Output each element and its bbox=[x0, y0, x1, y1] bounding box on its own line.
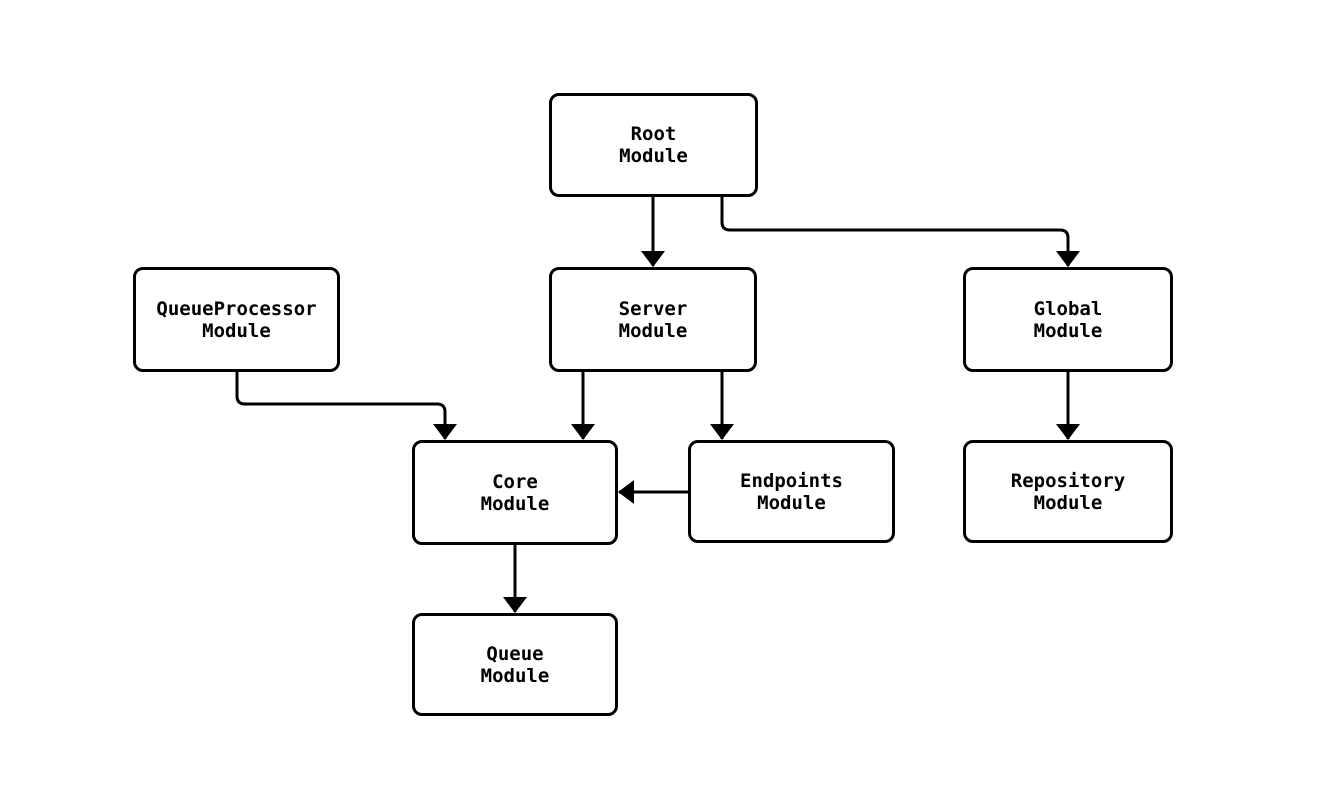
node-root-module-label: Root Module bbox=[619, 123, 688, 167]
node-global-module-label: Global Module bbox=[1033, 297, 1103, 342]
node-endpoints-module: Endpoints Module bbox=[688, 440, 895, 543]
node-root-module: Root Module bbox=[549, 93, 758, 197]
node-repository-module: Repository Module bbox=[963, 440, 1173, 543]
node-queueprocessor-module-label: QueueProcessor Module bbox=[156, 297, 317, 342]
node-queue-module: Queue Module bbox=[412, 613, 618, 716]
node-queue-module-label: Queue Module bbox=[480, 642, 550, 687]
edge-queueprocessor-to-core bbox=[235, 372, 457, 440]
node-global-module: Global Module bbox=[963, 267, 1173, 372]
node-queueprocessor-module: QueueProcessor Module bbox=[133, 267, 340, 372]
node-endpoints-module-label: Endpoints Module bbox=[740, 469, 843, 514]
node-core-module: Core Module bbox=[412, 440, 618, 545]
node-repository-module-label: Repository Module bbox=[1010, 469, 1126, 514]
edge-root-to-global bbox=[720, 197, 1080, 267]
node-server-module: Server Module bbox=[549, 267, 757, 372]
node-core-module-label: Core Module bbox=[480, 470, 550, 515]
node-server-module-label: Server Module bbox=[618, 297, 688, 342]
